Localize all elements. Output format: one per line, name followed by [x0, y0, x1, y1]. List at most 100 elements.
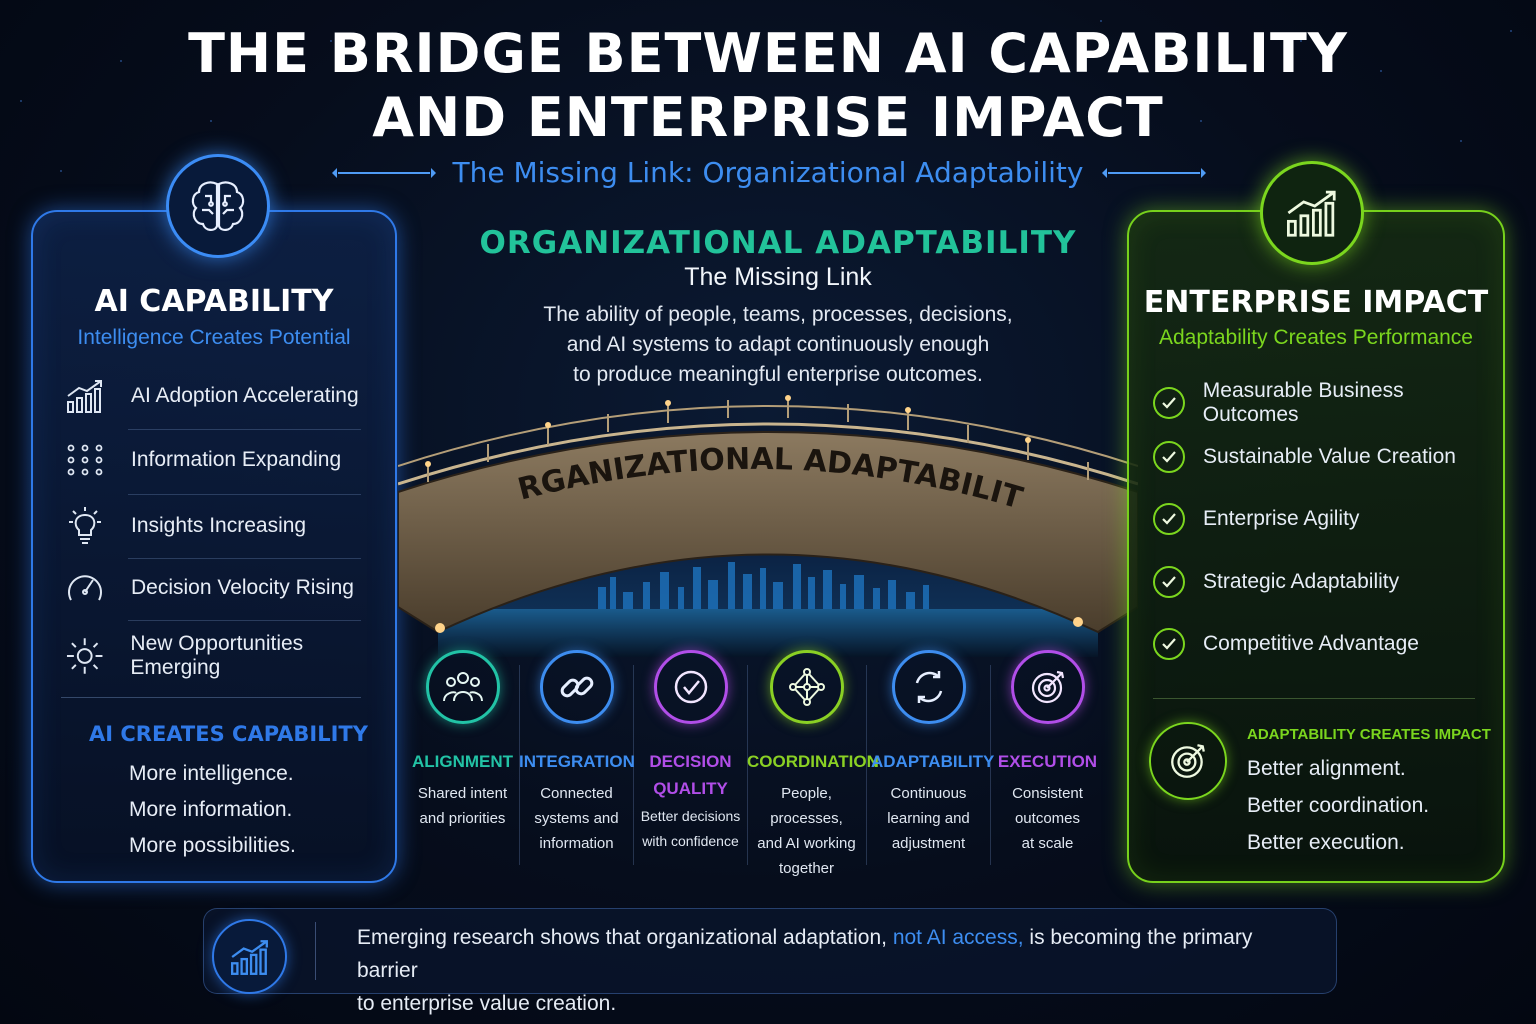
enterprise-impact-title: ENTERPRISE IMPACT: [1143, 285, 1489, 320]
divider: [128, 429, 361, 430]
description-line: and AI systems to adapt continuously eno…: [566, 333, 990, 356]
center-subtitle: The Missing Link: [684, 263, 872, 291]
pillar-name: ADAPTABILITY: [871, 752, 995, 771]
pillar-icon-ring: [653, 650, 728, 724]
impact-item-label: Strategic Adaptability: [1203, 570, 1400, 593]
pillar-desc-line: adjustment: [891, 835, 966, 852]
impact-item-label: Measurable Business Outcomes: [1202, 379, 1404, 426]
speedometer-icon: [68, 575, 102, 601]
lightbulb-icon: [69, 507, 101, 544]
people-group-icon: [442, 672, 483, 702]
list-item-opportunities: New Opportunities Emerging: [65, 632, 395, 680]
impact-item: Strategic Adaptability: [1153, 566, 1399, 598]
pillar-adaptability: ADAPTABILITY Continuous learning and adj…: [871, 650, 995, 856]
research-callout: [203, 908, 1337, 994]
footer-line: Better alignment.: [1247, 757, 1406, 780]
pillar-icon-ring: [539, 650, 614, 724]
center-title: ORGANIZATIONAL ADAPTABILITY: [479, 225, 1077, 261]
pillar-desc-line: Better decisions: [640, 808, 741, 824]
enterprise-impact-subtitle: Adaptability Creates Performance: [1159, 326, 1473, 349]
impact-item-label: Enterprise Agility: [1203, 507, 1360, 530]
check-icon: [1153, 387, 1185, 419]
check-circle-icon: [674, 670, 707, 704]
pillar-divider: [990, 665, 991, 865]
pillar-name: DECISION QUALITY: [633, 748, 748, 802]
list-item-decision-velocity: Decision Velocity Rising: [65, 570, 354, 606]
footer-line: More information.: [129, 798, 293, 821]
pillar-desc-line: with confidence: [642, 833, 739, 849]
network-icon: [788, 668, 825, 706]
pillar-divider: [866, 665, 867, 865]
list-item-label: Decision Velocity Rising: [131, 576, 354, 599]
pillar-description: People, processes, and AI working togeth…: [747, 781, 866, 881]
pillar-decision-quality: DECISION QUALITY Better decisions with c…: [633, 650, 748, 854]
ai-capability-title: AI CAPABILITY: [94, 284, 334, 319]
pillar-divider: [633, 665, 634, 865]
pillar-icon-ring: [891, 650, 966, 724]
list-item-label: AI Adoption Accelerating: [131, 384, 359, 407]
pillar-coordination: COORDINATION People, processes, and AI w…: [747, 650, 879, 881]
check-icon: [1153, 441, 1185, 473]
adaptability-creates-impact-heading: ADAPTABILITY CREATES IMPACT: [1247, 726, 1491, 743]
impact-target-badge: [1149, 722, 1227, 800]
pillar-desc-line: and priorities: [419, 810, 506, 827]
pillar-name: COORDINATION: [747, 752, 879, 771]
impact-item: Sustainable Value Creation: [1153, 441, 1456, 473]
impact-item: Competitive Advantage: [1153, 628, 1419, 660]
pillar-desc-line: Consistent: [1012, 785, 1083, 802]
subtitle-row: The Missing Link: Organizational Adaptab…: [0, 156, 1536, 192]
list-item-ai-adoption: AI Adoption Accelerating: [65, 378, 359, 414]
footer-line: More intelligence.: [129, 762, 294, 785]
description-line: to produce meaningful enterprise outcome…: [573, 363, 983, 386]
divider: [128, 494, 361, 495]
center-description: The ability of people, teams, processes,…: [400, 300, 1156, 390]
target-icon: [1031, 670, 1064, 704]
cycle-arrows-icon: [915, 671, 942, 703]
research-highlight: not AI access,: [892, 926, 1024, 949]
research-line-2: to enterprise value creation.: [357, 992, 617, 1015]
list-item-insights: Insights Increasing: [65, 506, 306, 546]
title-line-1: THE BRIDGE BETWEEN AI CAPABILITY: [188, 22, 1348, 85]
impact-item-label: Competitive Advantage: [1203, 632, 1419, 655]
pillar-icon-ring: [425, 650, 500, 724]
pillar-description: Continuous learning and adjustment: [871, 781, 986, 856]
pillar-integration: INTEGRATION Connected systems and inform…: [519, 650, 635, 856]
target-icon: [1171, 744, 1205, 778]
divider: [128, 558, 361, 559]
divider: [128, 620, 361, 621]
ai-capability-subtitle: Intelligence Creates Potential: [77, 326, 351, 349]
double-arrow-right-icon: [1102, 168, 1206, 178]
pillar-desc-line: at scale: [1021, 835, 1074, 852]
pillar-desc-line: outcomes: [1014, 810, 1081, 827]
ai-capability-footer-list: More intelligence. More information. Mor…: [129, 756, 296, 864]
research-line-1: Emerging research shows that organizatio…: [357, 921, 1317, 987]
pillar-name-line: DECISION: [649, 752, 732, 771]
footer-line: More possibilities.: [129, 834, 296, 857]
footer-divider: [61, 697, 361, 698]
pillar-divider: [519, 665, 520, 865]
pillar-name-line: QUALITY: [653, 779, 728, 798]
pillar-description: Better decisions with confidence: [633, 804, 748, 854]
pillar-desc-line: People, processes,: [770, 785, 843, 827]
pillar-description: Shared intent and priorities: [405, 781, 520, 831]
research-statement: Emerging research shows that organizatio…: [357, 921, 1317, 1020]
check-icon: [1153, 566, 1185, 598]
pillar-description: Consistent outcomes at scale: [990, 781, 1105, 856]
pillar-desc-line: Shared intent: [417, 785, 508, 802]
pillar-desc-line: Connected: [540, 785, 613, 802]
impact-footer-list: Better alignment. Better coordination. B…: [1247, 750, 1429, 861]
pillar-name: ALIGNMENT: [411, 752, 514, 771]
bridge-illustration: ORGANIZATIONAL ADAPTABILITY: [398, 392, 1138, 657]
list-item-label: Insights Increasing: [131, 514, 307, 537]
list-item-label: Information Expanding: [131, 448, 342, 471]
pillar-desc-line: information: [539, 835, 614, 852]
double-arrow-left-icon: [332, 168, 436, 178]
check-icon: [1153, 503, 1185, 535]
pillar-desc-line: learning and: [887, 810, 970, 827]
list-item-label: New Opportunities Emerging: [130, 632, 304, 679]
pillar-execution: EXECUTION Consistent outcomes at scale: [990, 650, 1105, 856]
ai-capability-panel: AI CAPABILITY Intelligence Creates Poten…: [31, 210, 397, 883]
research-badge: [212, 919, 287, 994]
pillar-desc-line: systems and: [534, 810, 619, 827]
dot-grid-icon: [67, 444, 103, 476]
